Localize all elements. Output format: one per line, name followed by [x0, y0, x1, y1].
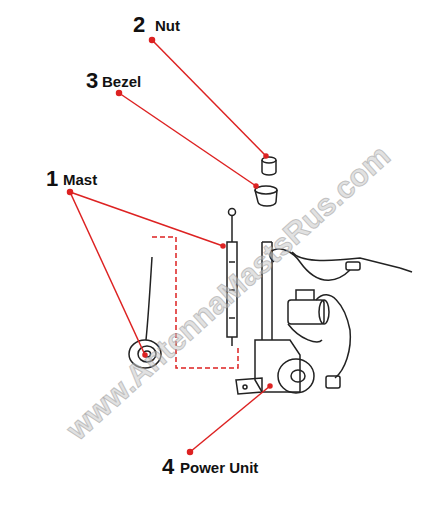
callout-number: 1	[46, 168, 58, 190]
part-name: Bezel	[102, 74, 141, 89]
watermark: www.AntennaMastsRus.com	[61, 139, 396, 445]
callout-number: 2	[133, 14, 145, 36]
part-name: Mast	[63, 172, 97, 187]
callout-number: 4	[162, 456, 174, 478]
part-name: Power Unit	[180, 460, 258, 475]
part-name: Nut	[155, 18, 180, 33]
callout-number: 3	[86, 70, 98, 92]
